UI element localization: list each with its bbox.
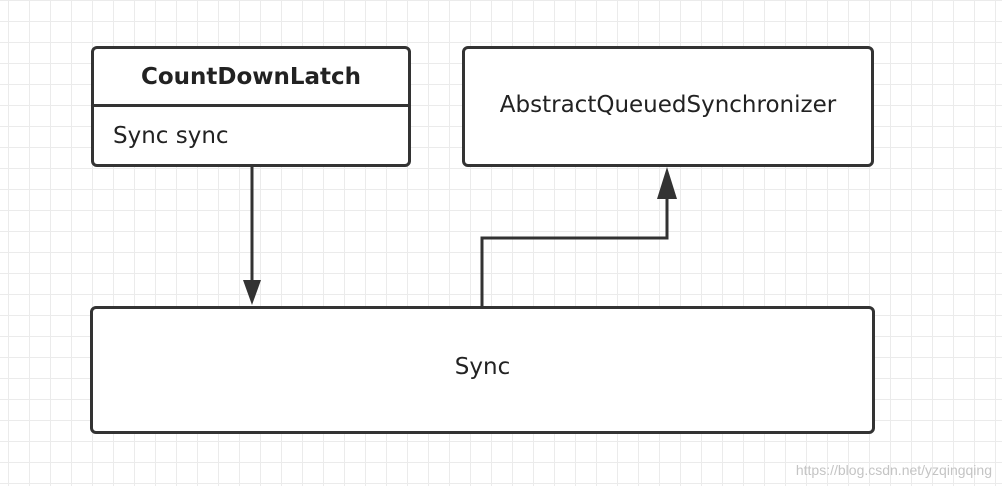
class-sync[interactable]: Sync [90,306,875,434]
watermark-text: https://blog.csdn.net/yzqingqing [795,462,992,478]
class-abstract-queued-synchronizer[interactable]: AbstractQueuedSynchronizer [462,46,874,167]
class-sync-title: Sync [454,354,511,380]
inheritance-arrowhead [657,167,677,199]
association-arrowhead [243,280,261,305]
class-aqs-title: AbstractQueuedSynchronizer [499,91,837,118]
class-countdownlatch-field: Sync sync [113,122,229,149]
class-countdownlatch-title: CountDownLatch [94,49,408,107]
inheritance-edge-line [480,195,669,306]
class-countdownlatch[interactable]: CountDownLatch Sync sync [91,46,411,167]
